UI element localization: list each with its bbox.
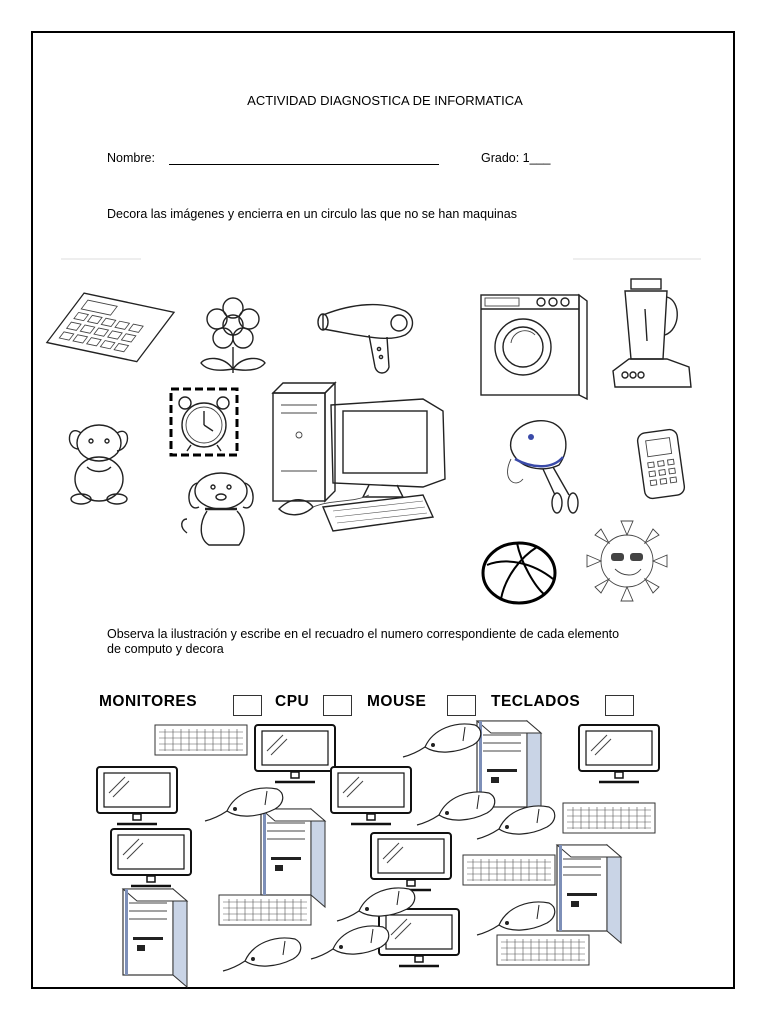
mouse-icon — [402, 723, 482, 758]
mouse-icon — [476, 901, 556, 936]
keyboard-icon — [154, 724, 248, 756]
monitor-icon — [329, 765, 413, 826]
monitor-icon — [369, 831, 453, 892]
name-field-line[interactable] — [169, 164, 439, 165]
sun-icon — [586, 520, 668, 602]
instruction-1: Decora las imágenes y encierra en un cir… — [107, 207, 517, 221]
flower-icon — [200, 297, 266, 373]
dog-icon — [181, 472, 254, 546]
mouse-count-box[interactable] — [447, 695, 476, 716]
category-mouse-label: MOUSE — [367, 693, 427, 710]
washing-machine-icon — [480, 293, 588, 401]
calculator-icon — [45, 292, 176, 363]
keyboard-icon — [462, 854, 556, 886]
cpu-count-box[interactable] — [323, 695, 352, 716]
monitor-icon — [253, 723, 337, 784]
keyboard-icon — [496, 934, 590, 966]
worksheet-page: ACTIVIDAD DIAGNOSTICA DE INFORMATICA Nom… — [31, 31, 735, 989]
cpu-tower-icon — [260, 808, 326, 908]
keyboards-count-box[interactable] — [605, 695, 634, 716]
section2-illustrations — [95, 720, 661, 988]
category-cpu-label: CPU — [275, 693, 310, 710]
monitor-icon — [95, 765, 179, 826]
name-label: Nombre: — [107, 151, 155, 165]
monitor-icon — [577, 723, 661, 784]
mouse-icon — [222, 937, 302, 972]
keyboard-icon — [562, 802, 656, 834]
category-monitors-label: MONITORES — [99, 693, 198, 710]
blender-icon — [612, 278, 692, 388]
grade-label: Grado: 1___ — [481, 151, 551, 165]
bunny-icon — [68, 424, 129, 505]
instruction-2: Observa la ilustración y escribe en el r… — [107, 627, 620, 656]
worksheet-title: ACTIVIDAD DIAGNOSTICA DE INFORMATICA — [247, 93, 523, 108]
hair-dryer-icon — [317, 303, 414, 374]
volleyball-icon — [481, 541, 557, 605]
alarm-clock-icon — [169, 387, 239, 457]
hand-mixer-icon — [507, 420, 579, 514]
cpu-tower-icon — [556, 844, 622, 944]
mouse-icon — [310, 925, 390, 960]
monitors-count-box[interactable] — [233, 695, 262, 716]
mouse-icon — [416, 791, 496, 826]
cell-phone-icon — [636, 428, 686, 500]
section1-illustrations — [45, 258, 701, 605]
cpu-tower-icon — [122, 888, 188, 988]
category-keyboards-label: TECLADOS — [491, 693, 581, 710]
computer-icon — [271, 381, 446, 532]
monitor-icon — [109, 827, 193, 888]
keyboard-icon — [218, 894, 312, 926]
monitor-icon — [377, 907, 461, 968]
